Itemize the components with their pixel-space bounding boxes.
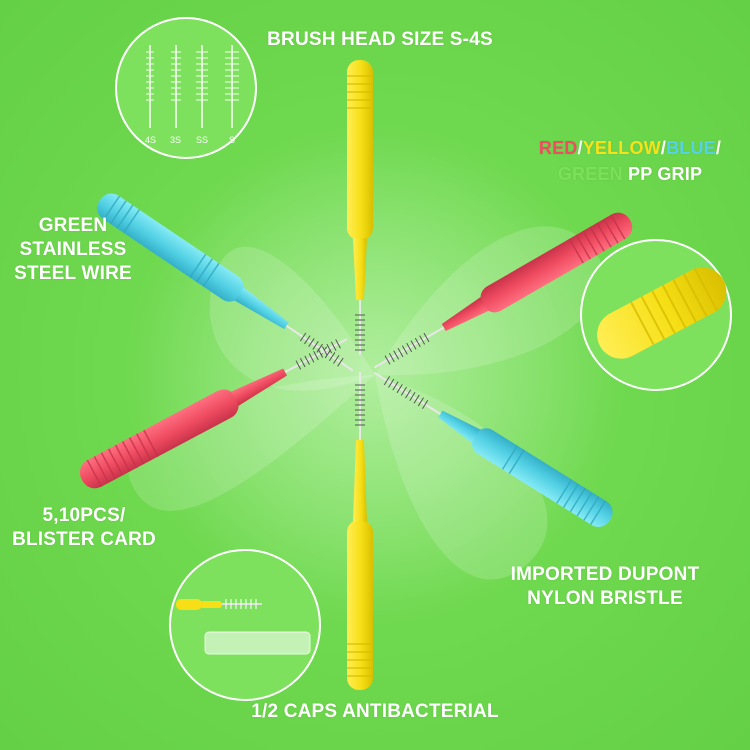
- grip-red-text: RED: [538, 138, 578, 158]
- brush-yellow-bottom: [347, 372, 373, 690]
- size-tag-3s: 3S: [170, 135, 181, 145]
- grip-detail-inset: [580, 239, 732, 391]
- brush-yellow-top: [347, 60, 373, 355]
- brush-red-upper-right: [374, 212, 633, 369]
- wire-line-1: GREEN: [38, 215, 108, 236]
- nylon-line-1: IMPORTED DUPONT: [510, 564, 700, 585]
- brush-red-lower-left: [79, 338, 348, 489]
- wire-line-3: STEEL WIRE: [14, 263, 132, 284]
- pp-grip-label: RED/YELLOW/BLUE/ GREEN PP GRIP: [520, 135, 740, 187]
- grip-pp-text: PP GRIP: [622, 164, 703, 184]
- caps-text: 1/2 CAPS ANTIBACTERIAL: [251, 701, 499, 722]
- grip-blue-text: BLUE: [666, 138, 716, 158]
- grip-separator-2: /: [660, 138, 667, 158]
- blister-line-2: BLISTER CARD: [12, 529, 156, 550]
- brush-blue-upper-left: [97, 193, 354, 372]
- grip-green-text: GREEN: [557, 164, 623, 184]
- blister-card-label: 5,10PCS/ BLISTER CARD: [4, 504, 164, 552]
- brush-blue-lower-right: [373, 371, 613, 527]
- brush-size-inset: 4S 3S SS S: [115, 17, 257, 159]
- size-tag-ss: SS: [196, 135, 208, 145]
- size-tag-4s: 4S: [145, 135, 156, 145]
- nylon-bristle-label: IMPORTED DUPONT NYLON BRISTLE: [490, 563, 720, 611]
- nylon-line-2: NYLON BRISTLE: [527, 588, 683, 609]
- size-tag-s: S: [229, 135, 235, 145]
- grip-separator-1: /: [577, 138, 583, 158]
- brush-head-size-label: BRUSH HEAD SIZE S-4S: [0, 28, 750, 52]
- center-glow: [125, 125, 625, 625]
- steel-wire-label: GREEN STAINLESS STEEL WIRE: [8, 214, 138, 286]
- cap-detail-inset: [169, 549, 321, 701]
- wire-line-2: STAINLESS: [19, 239, 127, 260]
- blister-line-1: 5,10PCS/: [42, 505, 126, 526]
- grip-yellow-text: YELLOW: [582, 138, 661, 158]
- caps-antibacterial-label: 1/2 CAPS ANTIBACTERIAL: [0, 700, 750, 724]
- brush-head-size-text: BRUSH HEAD SIZE S-4S: [267, 29, 493, 50]
- grip-separator-3: /: [715, 138, 722, 158]
